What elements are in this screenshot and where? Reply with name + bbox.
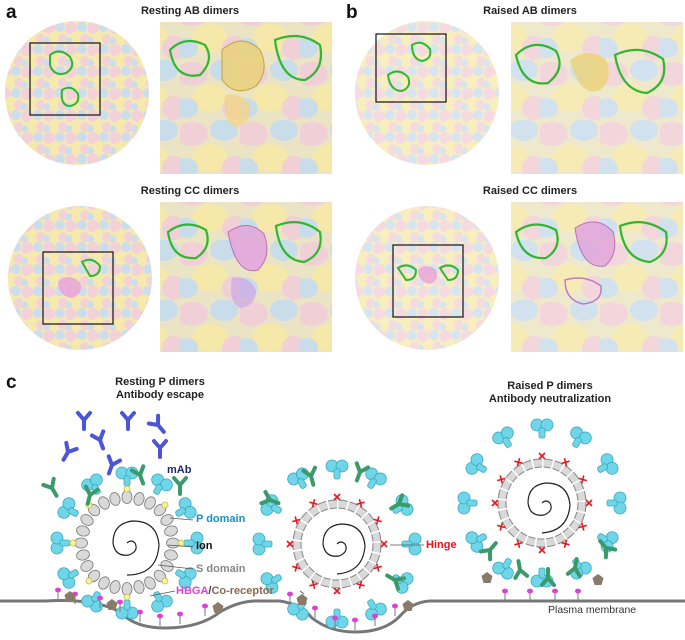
title-resting-p-dimers-line2: Antibody escape <box>115 389 205 401</box>
label-slash: / <box>208 585 212 597</box>
title-resting-ab: Resting AB dimers <box>140 5 239 17</box>
label-p-domain: P domain <box>196 513 246 525</box>
label-ion: Ion <box>196 540 213 552</box>
label-s-domain: S domain <box>196 563 246 575</box>
title-raised-p-dimers-line2: Antibody neutralization <box>488 393 612 405</box>
title-raised-ab: Raised AB dimers <box>483 5 577 17</box>
zoom-resting-cc <box>160 202 332 352</box>
label-hinge: Hinge <box>426 539 457 551</box>
capsid-resting-cc <box>8 206 152 350</box>
capsid-renderings <box>5 21 683 352</box>
zoom-raised-ab <box>511 22 683 174</box>
bound-antibodies-right <box>478 535 618 587</box>
label-mab: mAb <box>167 464 192 476</box>
title-resting-cc: Resting CC dimers <box>140 185 240 197</box>
zoom-raised-cc <box>511 202 683 352</box>
title-raised-cc: Raised CC dimers <box>482 185 578 197</box>
title-resting-p-dimers: Resting P dimers Antibody escape <box>70 376 250 402</box>
virion-middle <box>252 459 422 629</box>
label-hbga-co-receptor: HBGA/Co-receptor <box>176 585 274 597</box>
virion-raised <box>457 418 627 588</box>
zoom-resting-ab <box>160 22 332 174</box>
label-plasma-membrane: Plasma membrane <box>548 604 637 616</box>
label-hbga: HBGA <box>176 585 209 597</box>
capsid-raised-ab <box>355 21 499 165</box>
panel-letter-a: a <box>6 2 17 23</box>
bound-antibodies-middle <box>259 461 411 591</box>
membrane-receptors <box>54 572 604 631</box>
free-antibodies <box>41 411 188 508</box>
panel-letter-b: b <box>346 2 358 23</box>
title-raised-p-dimers-line1: Raised P dimers <box>507 380 593 392</box>
title-resting-p-dimers-line1: Resting P dimers <box>115 376 205 388</box>
label-co-receptor: Co-receptor <box>211 585 274 597</box>
capsid-raised-cc <box>355 206 499 350</box>
title-raised-p-dimers: Raised P dimers Antibody neutralization <box>460 380 640 406</box>
panel-letter-c: c <box>6 372 17 393</box>
capsid-resting-ab <box>5 21 149 165</box>
